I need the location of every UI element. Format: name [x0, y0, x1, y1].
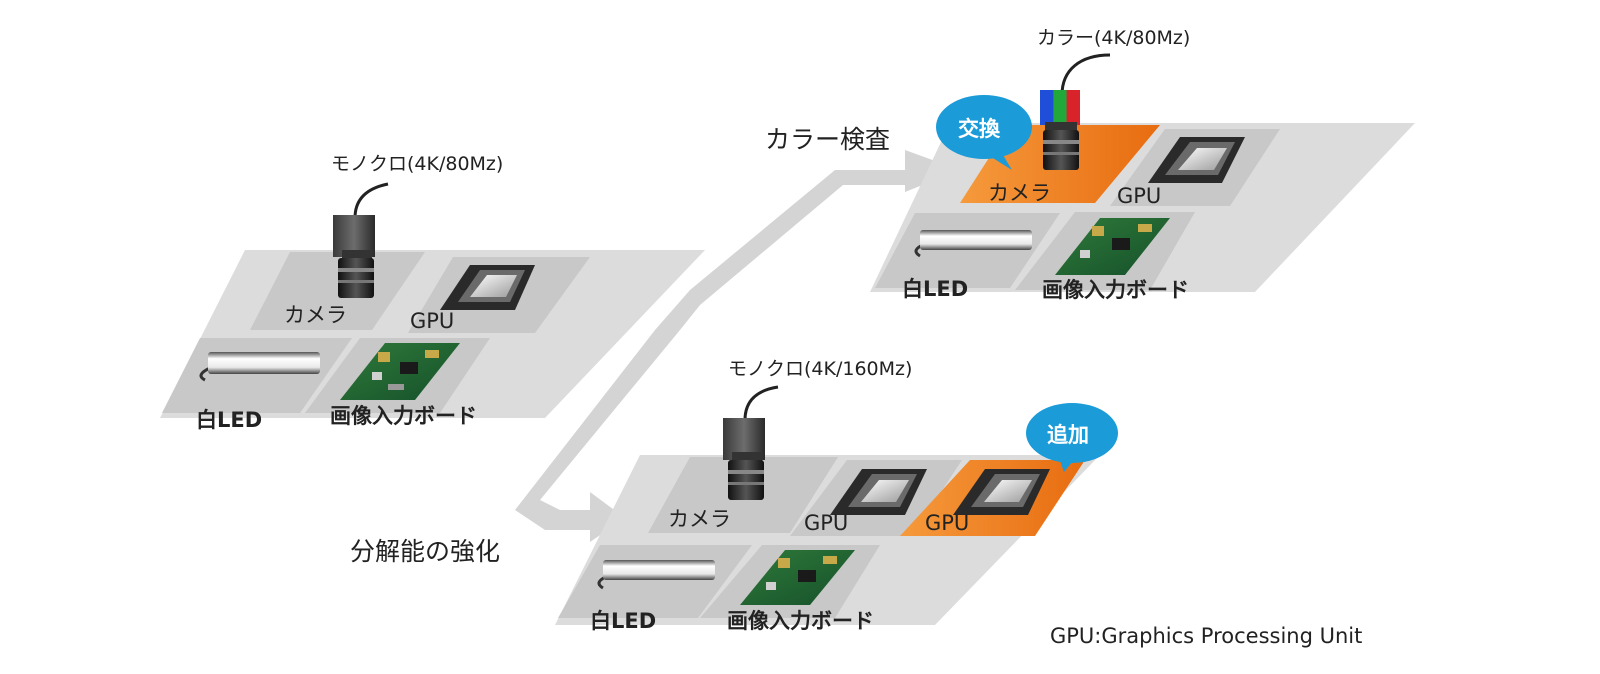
system-original: モノクロ(4K/80Mz) カメラ GPU 白LED 画像入力ボード: [160, 153, 705, 432]
label-gpu: GPU: [1117, 184, 1161, 208]
label-board: 画像入力ボード: [727, 609, 874, 633]
label-camera: カメラ: [988, 181, 1051, 205]
flow-arrow-lower: [515, 330, 680, 542]
label-camera: カメラ: [284, 303, 347, 327]
bubble-add-label: 追加: [1047, 423, 1089, 447]
label-gpu-added: GPU: [925, 511, 969, 535]
camera-icon: [333, 182, 389, 298]
bubble-swap: 交換: [936, 95, 1032, 170]
led-bar-icon: [597, 560, 715, 590]
heading-color-inspection: カラー検査: [765, 125, 890, 154]
led-bar-icon: [199, 352, 320, 382]
heading-resolution: 分解能の強化: [350, 537, 500, 566]
gpu-chip-icon: [440, 265, 535, 310]
led-bar-icon: [914, 230, 1032, 258]
label-led: 白LED: [902, 277, 968, 301]
system-resolution-enhanced: 追加 モノクロ(4K/160Mz) 分解能の強化 カメラ GPU GPU 白LE…: [350, 358, 1118, 633]
caption-color-camera: カラー(4K/80Mz): [1037, 27, 1190, 49]
label-gpu: GPU: [410, 309, 454, 333]
caption-mono-hi-camera: モノクロ(4K/160Mz): [728, 358, 912, 380]
color-camera-icon: [1040, 53, 1111, 170]
gpu-chip-icon: [830, 469, 927, 515]
circuit-board-icon: [1055, 218, 1170, 275]
label-gpu: GPU: [804, 511, 848, 535]
label-camera: カメラ: [668, 507, 731, 531]
bubble-add: 追加: [1026, 403, 1118, 472]
label-led: 白LED: [196, 408, 262, 432]
system-color-inspection: 交換 カラー(4K/80Mz) カラー検査 カメラ GPU 白LED 画像入力ボ…: [765, 27, 1415, 302]
footnote-gpu: GPU:Graphics Processing Unit: [1050, 624, 1362, 648]
gpu-chip-icon: [953, 469, 1050, 515]
caption-original-camera: モノクロ(4K/80Mz): [331, 153, 503, 175]
label-board: 画像入力ボード: [330, 404, 477, 428]
label-led: 白LED: [590, 609, 656, 633]
label-board: 画像入力ボード: [1042, 278, 1189, 302]
camera-icon: [723, 385, 779, 500]
bubble-swap-label: 交換: [958, 117, 1001, 141]
gpu-chip-icon: [1148, 137, 1245, 183]
circuit-board-icon: [340, 343, 460, 400]
circuit-board-icon: [740, 550, 855, 605]
